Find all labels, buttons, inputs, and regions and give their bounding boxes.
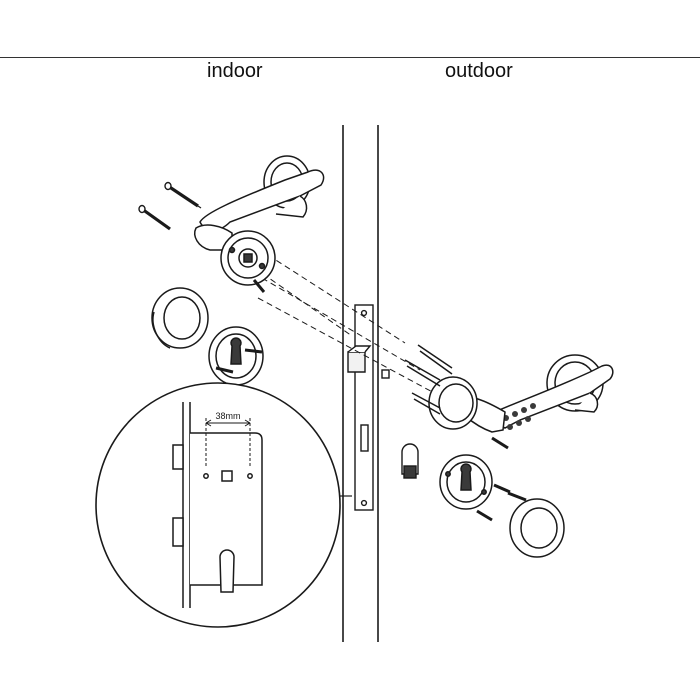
- outdoor-label: outdoor: [445, 60, 513, 82]
- keypad-buttons: [503, 403, 536, 430]
- outdoor-escutcheon: [439, 454, 493, 510]
- dimension-38mm: [205, 418, 251, 466]
- lock-faceplate: [347, 304, 390, 511]
- euro-cylinder: [401, 443, 419, 479]
- outdoor-rose-bolts: [404, 344, 509, 450]
- indoor-lever-handle: [194, 155, 325, 251]
- top-divider-line: [0, 57, 700, 58]
- outdoor-screws: [476, 483, 527, 522]
- dimension-label: 38mm: [215, 411, 240, 421]
- outdoor-cover-ring: [509, 498, 565, 558]
- indoor-rose-spindle: [220, 230, 276, 293]
- door-panel: [342, 125, 379, 642]
- outdoor-lever-handle: [448, 354, 614, 433]
- indoor-cover-ring: [151, 287, 209, 349]
- indoor-label: indoor: [207, 60, 263, 82]
- indoor-screw-lower: [138, 204, 171, 231]
- alignment-dashed-lines: [245, 254, 439, 396]
- indoor-escutcheon: [208, 326, 264, 386]
- lock-detail-magnifier: 38mm: [95, 382, 352, 628]
- indoor-screw-upper: [164, 181, 202, 209]
